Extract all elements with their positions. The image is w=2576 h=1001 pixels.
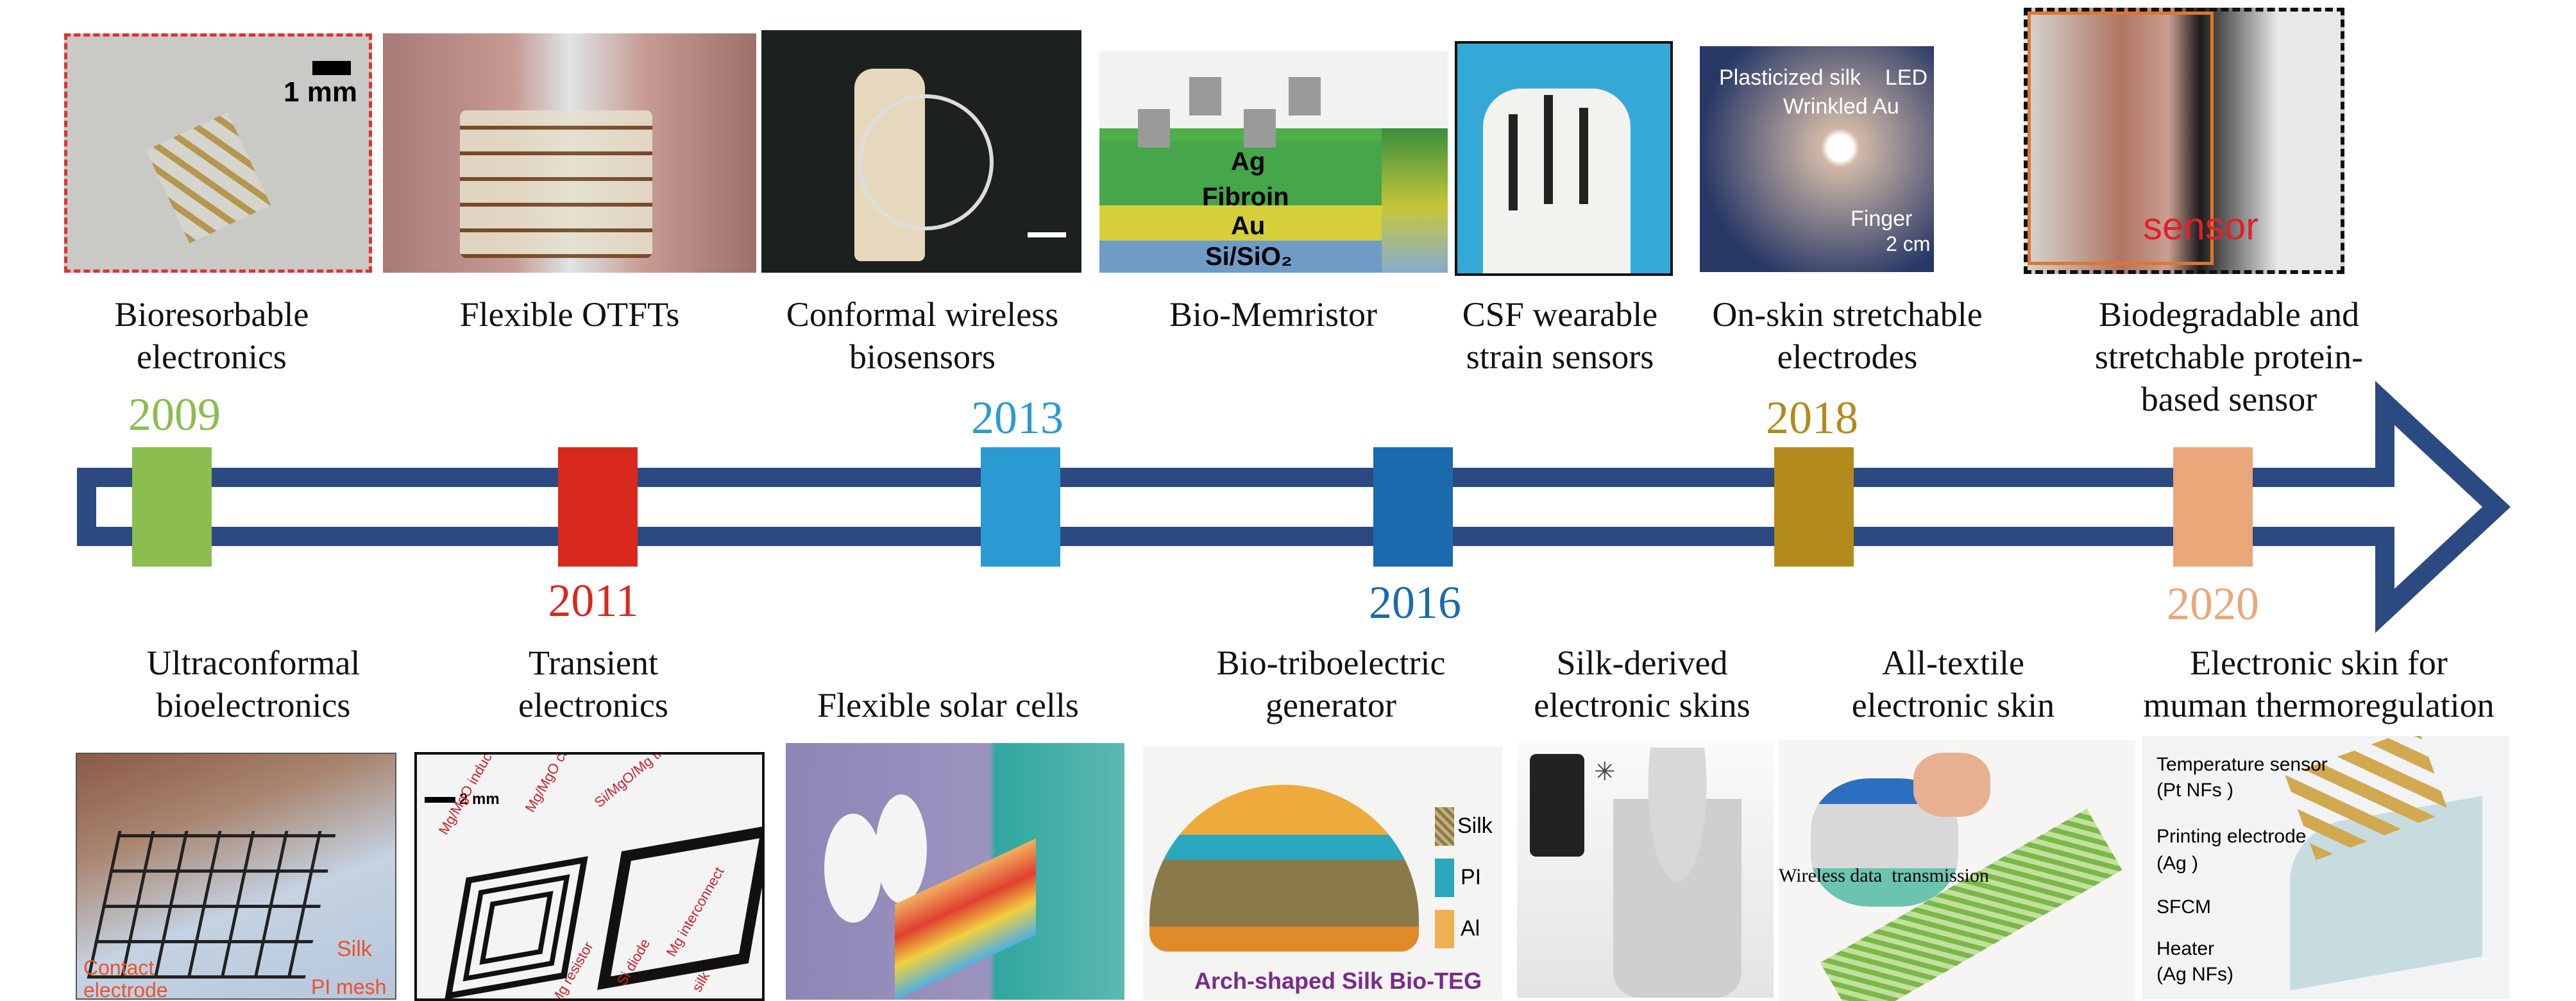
label-pt-nfs: (Pt NFs ) — [2157, 780, 2233, 801]
phone-icon — [1530, 754, 1584, 857]
finger-icon — [1913, 753, 1990, 817]
legend-pi: PI — [1461, 865, 1482, 889]
top-photo-6: Plasticized silk LED Wrinkled Au Finger … — [1700, 46, 1934, 272]
bluetooth-icon: ✳ — [1594, 757, 1616, 787]
top-photo-7: sensor — [2024, 8, 2344, 274]
label-2mm: 2 mm — [459, 791, 500, 808]
coil-icon — [858, 94, 994, 230]
marker-2013 — [981, 447, 1060, 567]
device-array-icon — [146, 112, 271, 244]
electrode-block-icon — [1138, 109, 1170, 148]
label-wireless: Wireless data transmission — [1779, 865, 1989, 886]
layer-si — [1099, 241, 1382, 273]
label-2cm: 2 cm — [1886, 232, 1931, 255]
year-2009: 2009 — [128, 389, 221, 440]
label-sfcm: SFCM — [2157, 896, 2211, 918]
top-photo-5-glove — [1455, 41, 1673, 276]
legend-silk: Silk — [1457, 814, 1493, 838]
label-ag-nfs: (Ag NFs) — [2157, 964, 2233, 985]
cocoon-icon — [876, 794, 927, 903]
scale-bar-icon — [312, 61, 351, 75]
label-ag: Ag — [1231, 148, 1266, 176]
electrode-block-icon — [1244, 109, 1276, 148]
glove-icon — [1483, 89, 1631, 273]
label-heater: Heater — [2157, 938, 2215, 959]
marker-2020 — [2173, 447, 2253, 567]
year-2016: 2016 — [1369, 577, 1461, 628]
label-silk: Silk — [337, 937, 372, 961]
electrode-block-icon — [1289, 77, 1321, 116]
label-temp-sensor: Temperature sensor — [2157, 754, 2328, 775]
bottom-photo-3 — [786, 743, 1124, 1000]
bottom-photo-1: Silk Contact electrode PI mesh — [76, 753, 396, 1000]
strain-sensor-icon — [1509, 114, 1518, 210]
label-pi-mesh: PI mesh — [311, 975, 387, 998]
year-2020: 2020 — [2167, 578, 2259, 629]
bottom-illustration-6: Wireless data transmission — [1779, 740, 2135, 1001]
otft-device-icon — [460, 110, 652, 258]
label-capacitor: Mg/MgO capacitor — [521, 752, 594, 815]
label-ag: (Ag ) — [2157, 853, 2199, 874]
label-finger: Finger — [1851, 207, 1913, 231]
strain-sensor-icon — [1579, 108, 1588, 204]
top-diagram-4: Ag Fibroin Au Si/SiO₂ — [1099, 51, 1448, 273]
orange-frame — [2028, 12, 2214, 265]
bottom-diagram-2: 2 mm Mg/MgO inductor Mg/MgO capacitor Si… — [414, 752, 765, 1001]
year-2013: 2013 — [971, 392, 1063, 443]
robot-figure-icon — [1613, 748, 1741, 998]
label-transistor: Si/MgO/Mg transistor — [591, 752, 703, 811]
label-contact: Contact — [83, 956, 155, 979]
marker-2011 — [558, 447, 638, 567]
label-arch-teg: Arch-shaped Silk Bio-TEG — [1194, 968, 1482, 994]
marker-2016 — [1373, 447, 1453, 567]
caption-solar: Flexible solar cells — [817, 686, 1079, 724]
scale-label: 1 mm — [284, 76, 357, 108]
label-sensor: sensor — [2143, 205, 2259, 248]
layer-au — [1099, 205, 1382, 241]
bottom-diagram-4: Silk PI Al Arch-shaped Silk Bio-TEG — [1143, 746, 1502, 1000]
arch-teg-icon — [1149, 785, 1419, 952]
layer-fibroin — [1099, 141, 1382, 205]
cocoon-icon — [824, 814, 882, 923]
scale-bar-icon — [425, 797, 455, 803]
bottom-diagram-7: Temperature sensor (Pt NFs ) Printing el… — [2142, 736, 2509, 999]
caption-bio-memristor: Bio-Memristor — [1169, 295, 1377, 334]
top-photo-1: 1 mm — [64, 33, 372, 273]
marker-2018 — [1774, 447, 1854, 567]
label-plasticized-silk: Plasticized silk — [1719, 65, 1861, 90]
label-si-sio2: Si/SiO₂ — [1205, 243, 1292, 271]
strain-sensor-icon — [1544, 95, 1553, 204]
marker-2009 — [132, 447, 212, 567]
label-au: Au — [1231, 212, 1266, 240]
layer-side — [1382, 128, 1448, 273]
legend-al: Al — [1461, 916, 1480, 941]
label-electrode: electrode — [83, 979, 168, 1000]
year-2018: 2018 — [1766, 392, 1858, 443]
label-printing-electrode: Printing electrode — [2157, 826, 2307, 847]
label-wrinkled-au: Wrinkled Au — [1783, 94, 1899, 119]
top-photo-3 — [761, 30, 1081, 273]
legend-silk-swatch — [1435, 807, 1454, 846]
electrode-block-icon — [1189, 77, 1221, 116]
label-fibroin: Fibroin — [1202, 183, 1289, 211]
legend-pi-swatch — [1435, 859, 1454, 897]
bottom-illustration-5: ✳ — [1517, 741, 1774, 998]
year-2011: 2011 — [548, 575, 639, 626]
scale-bar-icon — [1028, 232, 1066, 237]
caption-flexible-otfts: Flexible OTFTs — [459, 295, 680, 334]
label-led: LED — [1885, 65, 1928, 90]
legend-al-swatch — [1435, 910, 1454, 948]
top-photo-2 — [383, 33, 756, 273]
